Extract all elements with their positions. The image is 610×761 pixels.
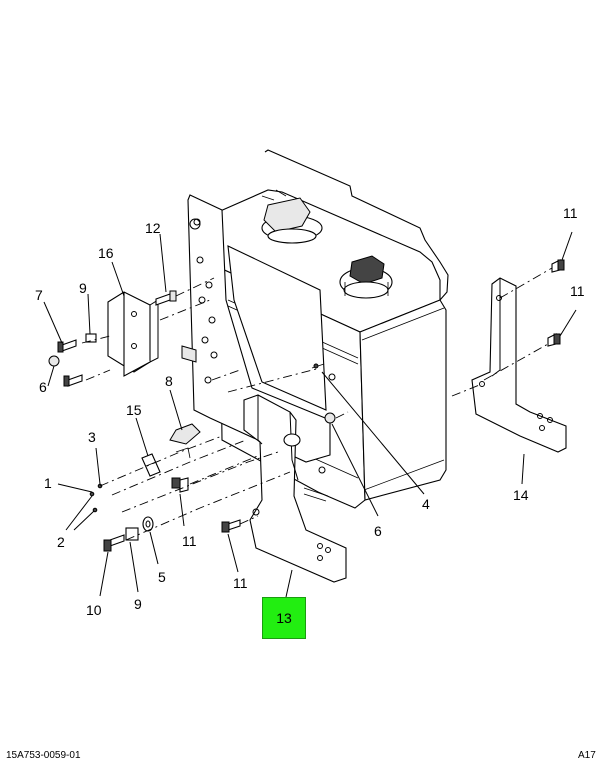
callout-3: 3 — [88, 429, 96, 445]
callout-12: 12 — [145, 220, 161, 236]
highlighted-callout-13[interactable]: 13 — [262, 597, 306, 639]
callout-10: 10 — [86, 602, 102, 618]
bracket-14 — [471, 277, 567, 453]
callout-11-middle: 11 — [182, 533, 197, 549]
bracket-16 — [107, 291, 159, 377]
callout-9-lower: 9 — [134, 596, 142, 612]
callout-labels: 12 16 7 9 6 8 15 3 1 2 11 5 10 9 11 6 4 … — [35, 205, 585, 618]
filler-neck — [261, 189, 323, 244]
callout-11-right-upper: 11 — [563, 205, 578, 221]
drawing-number: 15A753-0059-01 — [6, 750, 81, 761]
callout-1: 1 — [44, 475, 52, 491]
callout-16: 16 — [98, 245, 114, 261]
bracket-13 — [243, 394, 347, 583]
mounting-plate — [181, 194, 336, 502]
callout-6-upper: 6 — [39, 379, 47, 395]
callout-9-upper: 9 — [79, 280, 87, 296]
callout-7: 7 — [35, 287, 43, 303]
callout-8: 8 — [165, 373, 173, 389]
fuel-cap — [339, 255, 393, 299]
callout-2: 2 — [57, 534, 65, 550]
leader-lines — [43, 231, 577, 598]
centerlines — [81, 267, 553, 541]
callout-14: 14 — [513, 487, 529, 503]
callout-6-lower: 6 — [374, 523, 382, 539]
callout-4: 4 — [422, 496, 430, 512]
callout-5: 5 — [158, 569, 166, 585]
callout-15: 15 — [126, 402, 142, 418]
fasteners — [48, 259, 565, 552]
sheet-code: A17 — [578, 750, 596, 761]
callout-11-right-lower: 11 — [570, 283, 585, 299]
callout-11-lower: 11 — [233, 575, 248, 591]
